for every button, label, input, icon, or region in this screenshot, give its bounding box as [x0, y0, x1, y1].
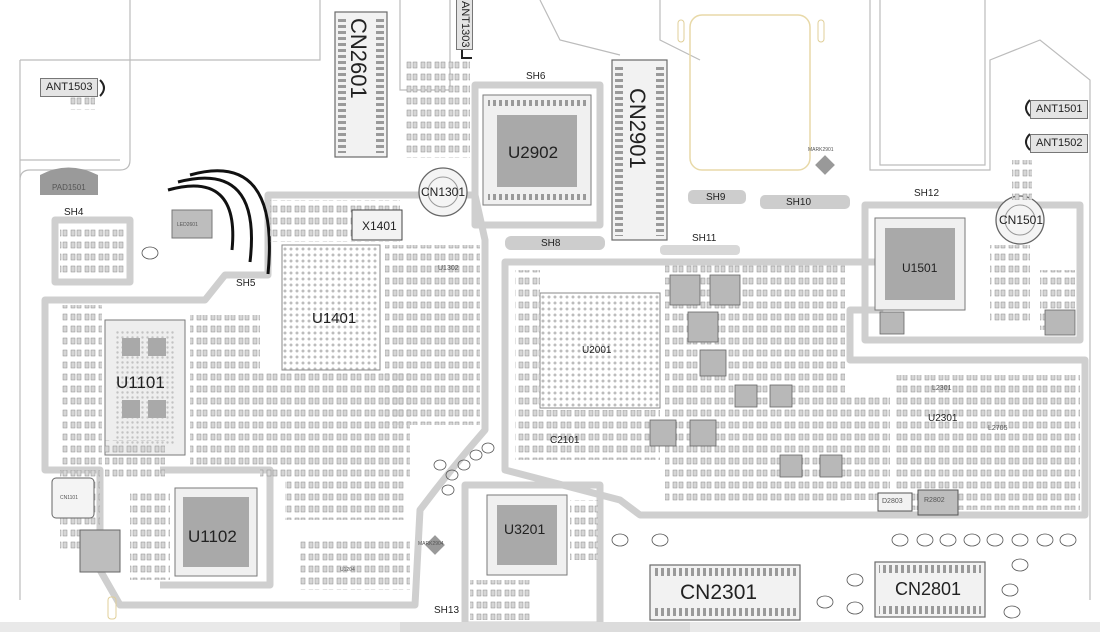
connector-cn2301: [649, 564, 801, 621]
shield-sh9-bar: [688, 190, 746, 204]
label-cn1301: CN1301: [421, 185, 466, 199]
label-sh5: SH5: [236, 278, 256, 289]
crystal-x1401: [351, 209, 403, 241]
label-sh6: SH6: [526, 71, 546, 82]
pad1501-shape: [40, 167, 98, 195]
antenna-clip-ant1502: [1025, 133, 1031, 151]
chip-u1401: [281, 244, 381, 371]
label-sh10: SH10: [786, 197, 812, 208]
label-u3201: U3201: [504, 521, 546, 537]
label-cn2801: CN2801: [895, 579, 962, 599]
label-l2705: L2705: [988, 425, 1008, 432]
label-u1101: U1101: [116, 373, 165, 392]
part-d2803: [877, 492, 913, 512]
label-cn2301: CN2301: [680, 581, 758, 604]
chip-u1501: [874, 217, 966, 311]
chip-u1101: [104, 319, 186, 456]
label-sh4: SH4: [64, 207, 84, 218]
fiducial-mark2904: [425, 535, 445, 555]
label-mark2901: MARK2901: [808, 147, 834, 153]
label-u1401: U1401: [312, 310, 357, 327]
camera-slot-right: [817, 19, 825, 43]
shield-sh8-bar: [505, 236, 605, 250]
antenna-clip-ant1503: [99, 79, 105, 97]
chip-u3201: [486, 494, 568, 576]
shield-sh4: [51, 216, 134, 286]
label-u2001: U2001: [582, 345, 612, 356]
label-cn1501: CN1501: [999, 213, 1044, 227]
chip-u1102: [174, 487, 258, 577]
connector-cn2601: [334, 11, 388, 158]
label-u1102: U1102: [188, 527, 237, 546]
label-ant1503: ANT1503: [40, 78, 99, 97]
connector-cn2901: [611, 59, 668, 241]
label-sh11: SH11: [692, 233, 717, 244]
label-cn2901: CN2901: [625, 88, 650, 169]
test-pads: [141, 246, 1077, 619]
bottom-strip-segment: [400, 622, 690, 632]
label-u1501: U1501: [902, 261, 938, 275]
label-led2601: LED2601: [177, 222, 198, 228]
pin-ledge: [107, 596, 117, 620]
bottom-scroll-strip: [0, 622, 1100, 632]
label-sh8: SH8: [541, 238, 561, 249]
label-d2803: D2803: [882, 498, 903, 505]
module-bottom-left: [79, 529, 121, 573]
label-cn2601: CN2601: [346, 18, 371, 99]
label-x1401: X1401: [362, 219, 397, 233]
shield-sh5: [41, 191, 489, 609]
connector-cn2801: [874, 561, 986, 618]
label-sh12: SH12: [914, 188, 940, 199]
label-cn1101: CN1101: [60, 495, 78, 501]
label-r2802: R2802: [924, 497, 945, 504]
label-u2902: U2902: [508, 143, 559, 162]
connector-cn1301: [418, 167, 468, 217]
label-l2301: L2301: [932, 385, 952, 392]
shield-sh6: [471, 81, 604, 229]
inductor-blocks: [649, 274, 1076, 478]
label-ant1303: ANT1303: [456, 0, 473, 51]
led2601-part: [171, 209, 213, 239]
module-cn1101: [51, 477, 95, 519]
shield-sh11-bar: [660, 245, 740, 255]
label-sh9: SH9: [706, 192, 726, 203]
label-mark2904: MARK2904: [418, 541, 444, 547]
camera-slot-left: [677, 19, 685, 43]
label-c2101: C2101: [550, 435, 580, 446]
part-r2802: [917, 489, 959, 516]
antenna-clip-ant1501: [1025, 99, 1031, 117]
fiducial-mark2901: [815, 155, 835, 175]
shield-sh10-bar: [760, 195, 850, 209]
chip-u2902: [482, 94, 592, 206]
label-u1204: U1204: [340, 567, 355, 573]
label-u1302: U1302: [438, 265, 459, 272]
led-arc: [167, 169, 271, 275]
label-pad1501: PAD1501: [52, 183, 86, 192]
camera-cutout: [689, 14, 811, 171]
label-sh13: SH13: [434, 605, 460, 616]
label-u2301: U2301: [928, 413, 958, 424]
label-ant1502: ANT1502: [1030, 134, 1089, 153]
label-ant1501: ANT1501: [1030, 100, 1089, 119]
